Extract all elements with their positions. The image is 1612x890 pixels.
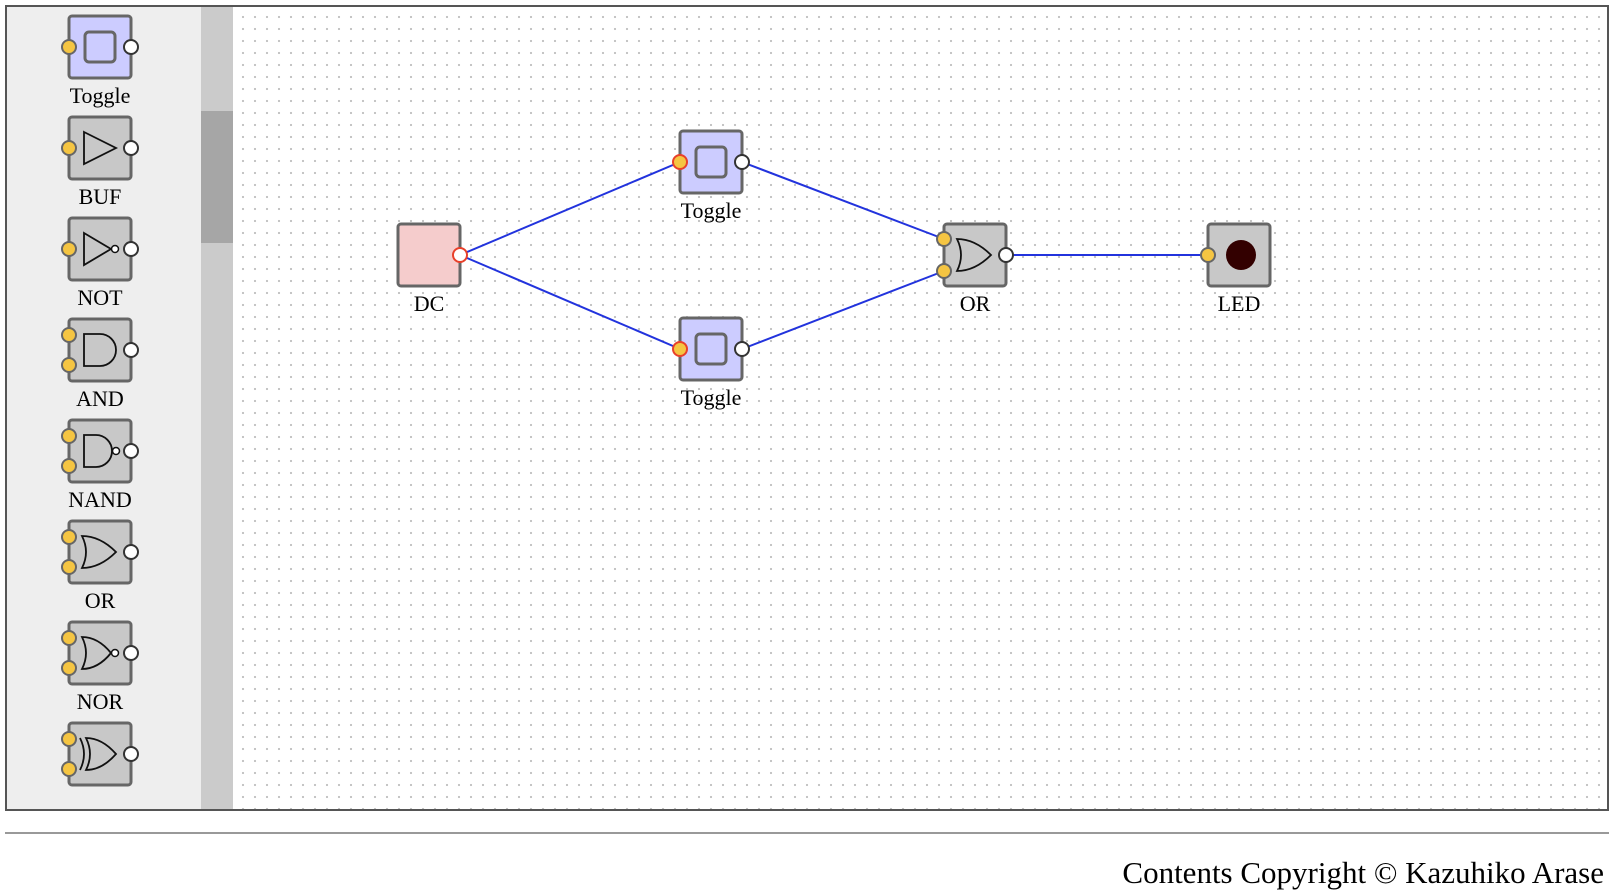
wire[interactable] — [741, 161, 945, 240]
output-pin — [123, 746, 139, 762]
toggle-icon — [694, 332, 728, 366]
or-gate-icon — [955, 238, 993, 272]
input-pin[interactable] — [1200, 247, 1216, 263]
dc-source-label: DC — [413, 291, 445, 316]
palette-item-nand[interactable] — [61, 418, 139, 484]
input-pin — [61, 630, 77, 646]
input-pin — [61, 140, 77, 156]
dc-source[interactable] — [396, 222, 468, 288]
palette-item-label: NOR — [76, 689, 124, 714]
circuit-canvas[interactable]: DC Toggle Toggle OR LED — [233, 7, 1607, 809]
input-pin — [61, 529, 77, 545]
output-pin[interactable] — [734, 154, 750, 170]
palette-item-label: NOT — [77, 285, 123, 310]
output-pin — [123, 342, 139, 358]
input-pin — [61, 660, 77, 676]
toggle-bottom-label: Toggle — [680, 385, 742, 410]
circuit-diagram — [396, 129, 1272, 382]
palette-item-label: NAND — [68, 487, 132, 512]
palette-item-xor[interactable] — [61, 721, 139, 787]
palette-item-and[interactable] — [61, 317, 139, 383]
or-gate-label: OR — [959, 291, 991, 316]
and-gate-icon — [83, 333, 117, 367]
output-pin[interactable] — [452, 247, 468, 263]
output-pin — [123, 443, 139, 459]
output-pin — [123, 645, 139, 661]
input-pin — [61, 327, 77, 343]
toggle-switch-bottom[interactable] — [672, 316, 750, 382]
led-label: LED — [1217, 291, 1261, 316]
output-pin — [123, 39, 139, 55]
toggle-icon — [694, 145, 728, 179]
or-gate[interactable] — [936, 222, 1014, 288]
palette-item-label: OR — [84, 588, 116, 613]
footer-divider — [5, 832, 1609, 834]
led-lamp-icon — [1226, 240, 1256, 270]
palette-icons — [61, 14, 139, 787]
wire[interactable] — [741, 270, 945, 350]
input-pin[interactable] — [672, 154, 688, 170]
input-pin — [61, 458, 77, 474]
copyright-text: Contents Copyright © Kazuhiko Arase — [1122, 855, 1604, 890]
palette-item-not[interactable] — [61, 216, 139, 282]
palette-item-label: Toggle — [69, 83, 131, 108]
component-palette: Toggle BUF NOT AND NAND OR NOR — [7, 7, 201, 809]
palette-item-or[interactable] — [61, 519, 139, 585]
output-pin[interactable] — [734, 341, 750, 357]
output-pin — [123, 140, 139, 156]
toggle-switch-top[interactable] — [672, 129, 750, 195]
input-pin — [61, 559, 77, 575]
buffer-gate-icon — [83, 130, 119, 166]
input-pin[interactable] — [672, 341, 688, 357]
input-pin[interactable] — [936, 231, 952, 247]
palette-scrollbar-thumb[interactable] — [201, 111, 233, 243]
output-pin[interactable] — [998, 247, 1014, 263]
output-pin — [123, 241, 139, 257]
nor-gate-icon — [80, 636, 120, 670]
palette-item-label: AND — [76, 386, 124, 411]
palette-item-toggle[interactable] — [61, 14, 139, 80]
wire[interactable] — [459, 254, 681, 350]
not-gate-icon — [83, 231, 120, 267]
palette-item-nor[interactable] — [61, 620, 139, 686]
input-pin — [61, 428, 77, 444]
input-pin — [61, 241, 77, 257]
wire[interactable] — [459, 161, 681, 256]
toggle-top-label: Toggle — [680, 198, 742, 223]
xor-gate-icon — [79, 737, 118, 771]
palette-scrollbar[interactable] — [201, 7, 233, 809]
input-pin — [61, 357, 77, 373]
input-pin — [61, 731, 77, 747]
nand-gate-icon — [83, 434, 121, 468]
or-gate-icon — [80, 535, 118, 569]
palette-item-label: BUF — [78, 184, 122, 209]
simulator-frame: Toggle BUF NOT AND NAND OR NOR — [5, 5, 1609, 811]
input-pin — [61, 39, 77, 55]
toggle-icon — [83, 30, 117, 64]
input-pin[interactable] — [936, 263, 952, 279]
palette-item-buf[interactable] — [61, 115, 139, 181]
input-pin — [61, 761, 77, 777]
output-pin — [123, 544, 139, 560]
led[interactable] — [1200, 222, 1272, 288]
